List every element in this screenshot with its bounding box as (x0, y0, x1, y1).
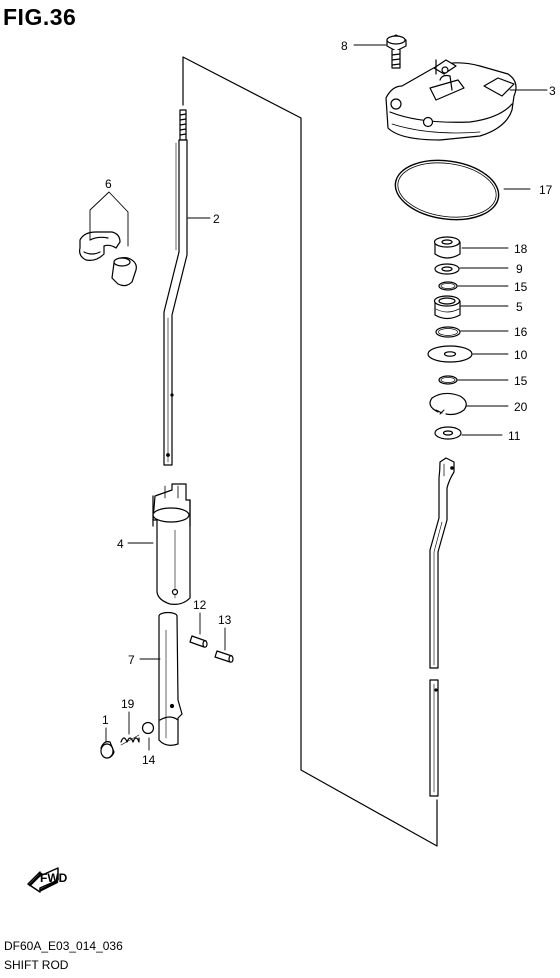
callout-13: 13 (218, 613, 232, 627)
figure-title: FIG.36 (3, 4, 77, 30)
callout-20: 20 (514, 400, 528, 414)
callout-15a: 15 (514, 280, 528, 294)
callout-5: 5 (516, 300, 523, 314)
callout-6: 6 (105, 177, 112, 191)
upper-shift-rod (163, 109, 188, 466)
shift-shaft (429, 457, 455, 797)
callout-15b: 15 (514, 374, 528, 388)
callout-2: 2 (213, 212, 220, 226)
callout-9: 9 (516, 262, 523, 276)
assembly-frame (182, 56, 438, 847)
leader-lines (89, 44, 548, 751)
callout-12: 12 (193, 598, 207, 612)
fwd-arrow-icon: FWD (27, 867, 68, 893)
callout-17: 17 (539, 183, 553, 197)
callout-3: 3 (549, 84, 556, 98)
pins (189, 635, 234, 663)
callout-1: 1 (102, 713, 109, 727)
fwd-label: FWD (40, 871, 68, 885)
callout-14: 14 (142, 753, 156, 767)
callout-7: 7 (128, 653, 135, 667)
diagram-name: SHIFT ROD (4, 958, 69, 972)
bolt (386, 34, 407, 69)
callout-8: 8 (341, 39, 348, 53)
callout-11: 11 (508, 429, 521, 443)
callout-16: 16 (514, 325, 528, 339)
diagram-code: DF60A_E03_014_036 (4, 939, 123, 953)
rod-coupler (152, 483, 191, 605)
shift-housing (385, 59, 517, 141)
callout-18: 18 (514, 242, 528, 256)
lower-rod (158, 611, 183, 746)
plug-spring-ball (100, 721, 155, 759)
callout-19: 19 (121, 697, 135, 711)
callout-10: 10 (514, 348, 528, 362)
callout-4: 4 (117, 537, 124, 551)
seal-stack (427, 236, 473, 440)
o-ring-large (394, 159, 500, 221)
callout-numbers: 8 3 17 18 9 15 5 16 10 15 20 11 2 6 4 12… (102, 39, 556, 767)
